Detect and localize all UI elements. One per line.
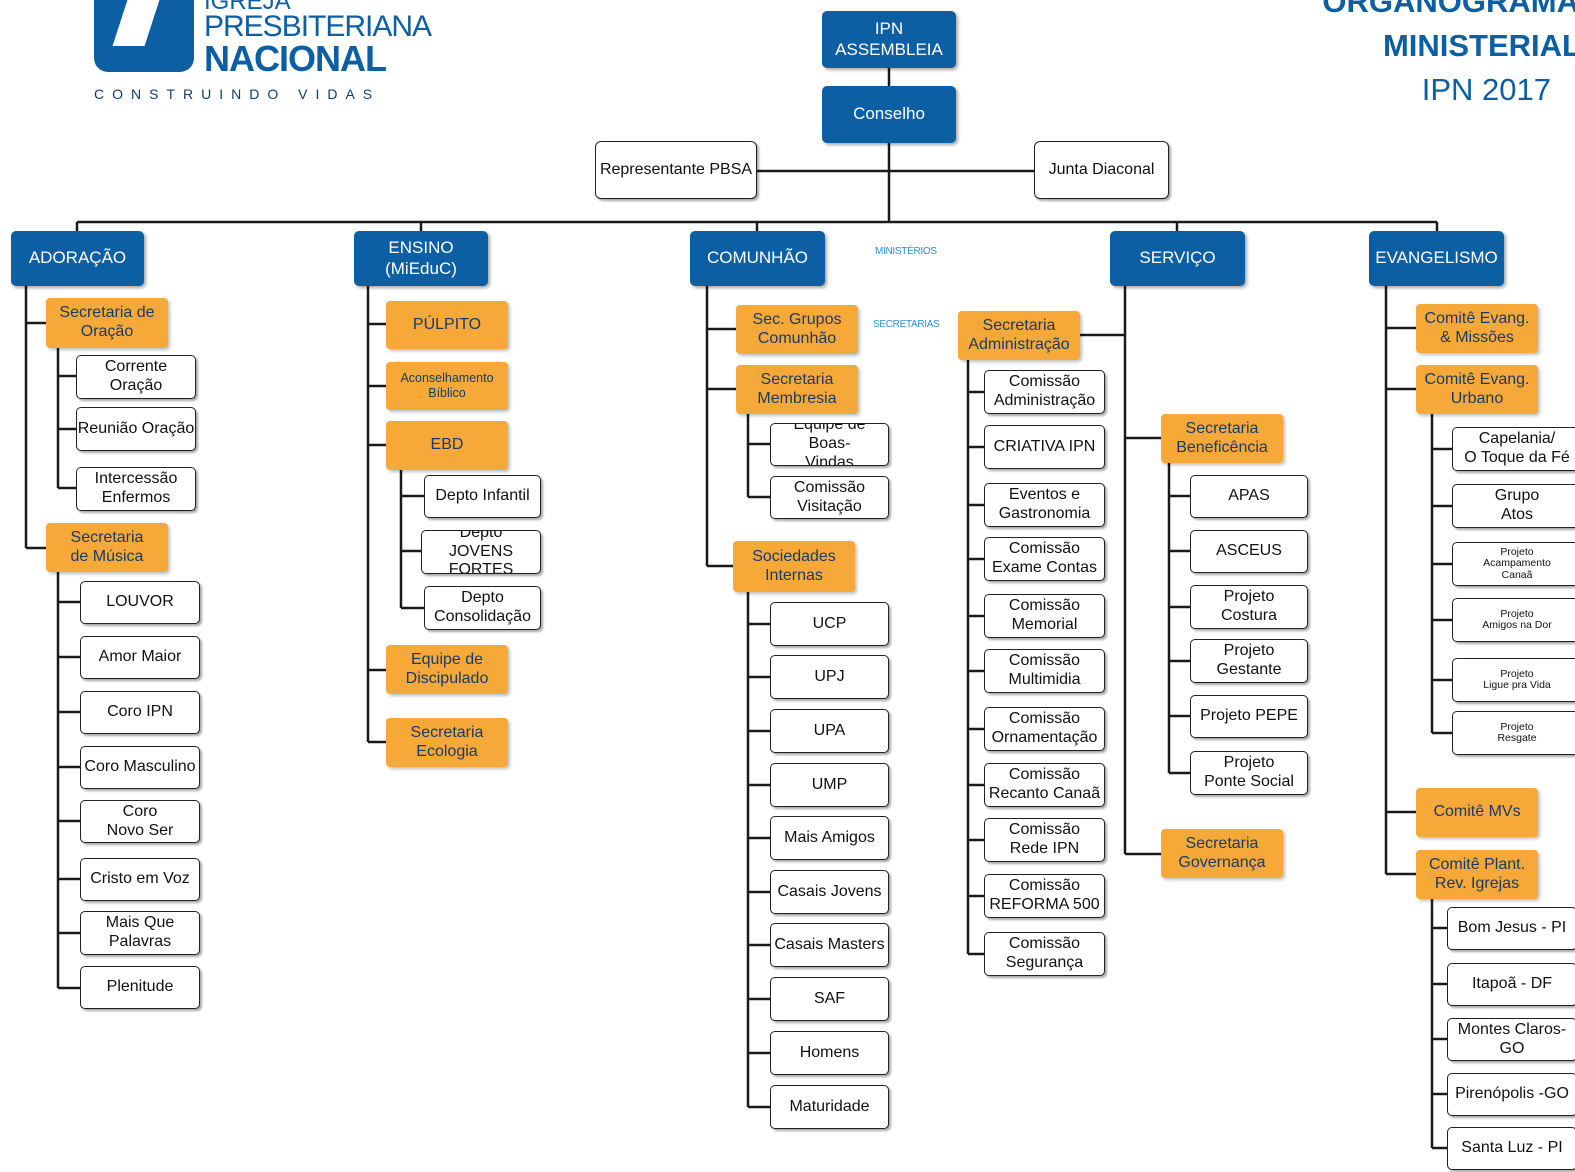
list-item[interactable]: Comissão Recanto Canaã [984,763,1105,807]
list-item[interactable]: Comissão Administração [984,370,1105,414]
list-item[interactable]: Pirenópolis -GO [1447,1073,1575,1116]
list-item[interactable]: Comissão Multimidia [984,649,1105,693]
list-item[interactable]: Projeto Ponte Social [1190,751,1308,795]
list-item[interactable]: UPJ [770,655,889,699]
logo-tagline: CONSTRUINDO VIDAS [94,86,381,102]
secretaria-discipulado[interactable]: Equipe de Discipulado [386,645,508,694]
list-item[interactable]: Coro Masculino [80,746,200,789]
list-item[interactable]: Comissão Memorial [984,594,1105,638]
title-line-1: ORGANOGRAMA [1322,0,1575,19]
list-item[interactable]: Projeto PEPE [1190,695,1308,738]
node-assembleia[interactable]: IPN ASSEMBLEIA [822,11,956,68]
list-item[interactable]: Depto Infantil [424,475,541,518]
list-item[interactable]: Itapoã - DF [1447,963,1575,1006]
list-item[interactable]: Casais Masters [770,923,889,967]
list-item[interactable]: Projeto Gestante [1190,639,1308,683]
comite-missoes[interactable]: Comitê Evang. & Missões [1416,304,1538,353]
list-item[interactable]: Comissão REFORMA 500 [984,874,1105,918]
list-item[interactable]: Coro IPN [80,691,200,734]
list-item[interactable]: Reunião Oração [76,407,196,451]
list-item[interactable]: Capelania/ O Toque da Fé [1452,427,1575,471]
list-item[interactable]: Projeto Ligue pra Vida [1452,658,1575,702]
list-item[interactable]: Comissão Exame Contas [984,537,1105,581]
list-item[interactable]: Comissão Rede IPN [984,818,1105,862]
list-item[interactable]: Depto Consolidação [424,586,541,630]
list-item[interactable]: Grupo Atos [1452,484,1575,528]
node-junta-diaconal[interactable]: Junta Diaconal [1034,141,1169,199]
list-item[interactable]: LOUVOR [80,581,200,624]
secretaria-ebd[interactable]: EBD [386,421,508,470]
list-item[interactable]: Depto JOVENS FORTES [421,530,541,574]
secretaria-sociedades[interactable]: Sociedades Internas [733,541,855,592]
list-item[interactable]: APAS [1190,475,1308,518]
node-representante-pbsa[interactable]: Representante PBSA [595,141,757,199]
secretaria-beneficencia[interactable]: Secretaria Beneficência [1161,414,1283,463]
list-item[interactable]: Projeto Acampamento Canaã [1452,542,1575,586]
title-line-3: IPN 2017 [1421,72,1551,107]
church-logo: IGREJA PRESBITERIANA NACIONAL CONSTRUIND… [92,0,432,110]
list-item[interactable]: Mais Amigos [770,816,889,860]
list-item[interactable]: UMP [770,763,889,807]
list-item[interactable]: Maturidade [770,1085,889,1129]
secretaria-ecologia[interactable]: Secretaria Ecologia [386,718,508,767]
list-item[interactable]: Montes Claros-GO [1447,1018,1575,1061]
list-item[interactable]: Amor Maior [80,636,200,679]
list-item[interactable]: Homens [770,1031,889,1075]
list-item[interactable]: ASCEUS [1190,530,1308,573]
list-item[interactable]: SAF [770,977,889,1021]
secretaria-musica[interactable]: Secretaria de Música [46,523,168,572]
list-item[interactable]: Cristo em Voz [80,858,200,901]
ministry-servico[interactable]: SERVIÇO [1110,231,1245,286]
list-item[interactable]: CRIATIVA IPN [984,425,1105,469]
list-item[interactable]: Comissão Segurança [984,932,1105,976]
label-secretarias: SECRETARIAS [873,319,940,330]
ministry-comunhao[interactable]: COMUNHÃO [690,231,825,286]
list-item[interactable]: Projeto Costura [1190,585,1308,629]
secretaria-oracao[interactable]: Secretaria de Oração [46,298,168,348]
list-item[interactable]: Casais Jovens [770,870,889,914]
list-item[interactable]: Santa Luz - PI [1447,1127,1575,1170]
secretaria-membresia[interactable]: Secretaria Membresia [736,365,858,414]
secretaria-aconselhamento[interactable]: Aconselhamento Bíblico [386,362,508,410]
node-conselho[interactable]: Conselho [822,86,956,143]
secretaria-governanca[interactable]: Secretaria Governança [1161,829,1283,878]
ministry-ensino[interactable]: ENSINO (MiEduC) [354,231,488,286]
logo-shield-icon [94,0,194,72]
logo-line-3: NACIONAL [204,38,387,79]
secretaria-pulpito[interactable]: PÚLPITO [386,301,508,349]
list-item[interactable]: UCP [770,602,889,646]
page-title: ORGANOGRAMA MINISTERIAL IPN 2017 [1315,0,1575,110]
list-item[interactable]: Comissão Ornamentação [984,707,1105,751]
list-item[interactable]: UPA [770,709,889,753]
comite-urbano[interactable]: Comitê Evang. Urbano [1416,365,1538,414]
list-item[interactable]: Intercessão Enfermos [76,467,196,511]
list-item[interactable]: Mais Que Palavras [80,911,200,955]
list-item[interactable]: Plenitude [80,966,200,1009]
logo-line-2: PRESBITERIANA [204,10,432,43]
secretaria-grupos-comunhao[interactable]: Sec. Grupos Comunhão [736,305,858,354]
title-line-2: MINISTERIAL [1382,28,1575,63]
list-item[interactable]: Bom Jesus - PI [1447,907,1575,950]
list-item[interactable]: Projeto Resgate [1452,711,1575,755]
list-item[interactable]: Equipe de Boas- Vindas [770,423,889,466]
comite-plantacao[interactable]: Comitê Plant. Rev. Igrejas [1416,850,1538,899]
secretaria-administracao[interactable]: Secretaria Administração [958,311,1080,360]
list-item[interactable]: Projeto Amigos na Dor [1452,598,1575,642]
comite-mvs[interactable]: Comitê MVs [1416,788,1538,837]
logo-line-1: IGREJA [204,0,291,15]
ministry-evangelismo[interactable]: EVANGELISMO [1369,231,1504,286]
list-item[interactable]: Comissão Visitação [770,476,889,519]
list-item[interactable]: Coro Novo Ser [80,800,200,843]
label-ministerios: MINISTÉRIOS [875,246,937,257]
list-item[interactable]: Eventos e Gastronomia [984,483,1105,527]
list-item[interactable]: Corrente Oração [76,355,196,399]
ministry-adoracao[interactable]: ADORAÇÃO [11,231,144,286]
